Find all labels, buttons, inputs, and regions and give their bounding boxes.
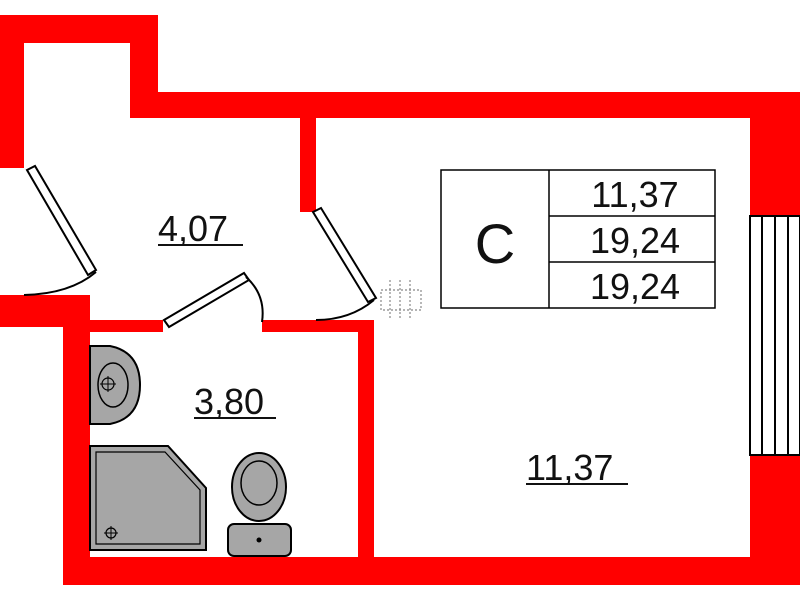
room-labels: 4,07 3,80 11,37 xyxy=(158,208,628,488)
sink-icon xyxy=(89,345,142,425)
toilet-icon xyxy=(227,452,292,557)
living-door-swing xyxy=(315,299,375,321)
wall-right-lower xyxy=(750,455,800,585)
partition-bath-top-left xyxy=(63,320,163,332)
wall-bottom-left-edge xyxy=(63,557,88,585)
wall-top xyxy=(130,92,800,118)
walls xyxy=(0,15,800,585)
bath-door-leaf xyxy=(162,271,251,329)
wall-bottom xyxy=(63,557,800,585)
area-summary-table: С 11,37 19,24 19,24 xyxy=(440,169,716,309)
wall-left-upper xyxy=(0,15,24,168)
window-icon xyxy=(749,215,800,456)
partition-hall-living xyxy=(300,118,316,212)
radiator-icon xyxy=(380,280,422,318)
living-door-leaf xyxy=(311,206,378,304)
partition-bath-living xyxy=(358,320,374,560)
shower-tray-icon xyxy=(89,445,207,551)
entrance-door-swing xyxy=(23,271,97,296)
bathroom-area: 3,80 xyxy=(194,381,264,422)
wall-right-upper xyxy=(750,92,800,216)
hallway-area: 4,07 xyxy=(158,208,228,249)
total-area-with-balcony-value: 19,24 xyxy=(590,266,680,307)
apartment-type-label: С xyxy=(475,212,515,275)
living-area-value: 11,37 xyxy=(591,174,678,215)
door-icon xyxy=(23,164,378,329)
partition-bath-top-right xyxy=(262,320,372,332)
bath-door-swing xyxy=(245,276,264,323)
living-room-area: 11,37 xyxy=(526,447,613,488)
entrance-door-leaf xyxy=(25,164,98,277)
wall-left-outer xyxy=(63,295,90,585)
total-area-value: 19,24 xyxy=(590,220,680,261)
